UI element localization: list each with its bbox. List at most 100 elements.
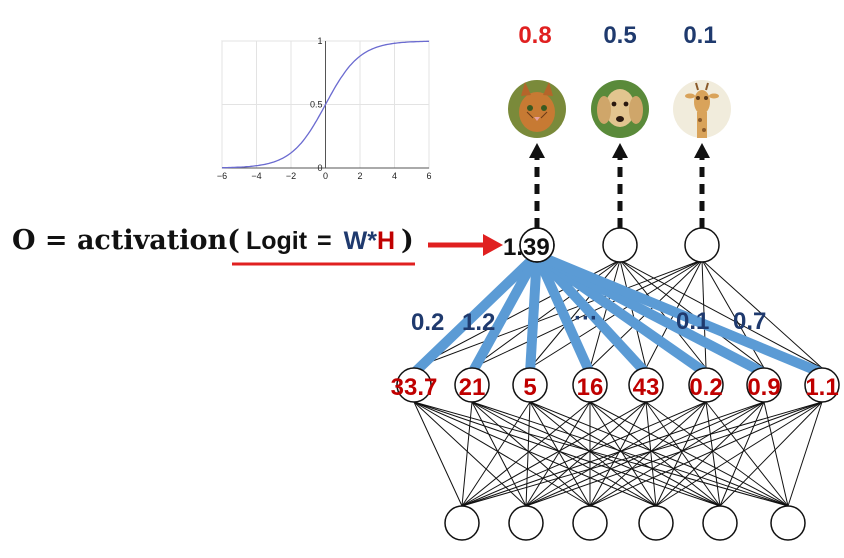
connection-line [655,401,765,507]
arrow-head [529,143,545,158]
h-label: H [376,227,396,255]
class-probabilities: 0.8 0.5 0.1 [518,22,716,49]
connection-line [471,401,789,507]
weight-label: 0.7 [733,308,766,335]
connection-line [589,401,823,507]
connection-line [589,401,789,507]
connection-line [471,401,591,507]
hidden-value: 21 [459,374,486,401]
input-node [770,505,806,541]
network-nodes [396,227,840,541]
hidden-node [746,367,782,403]
prob-giraffe: 0.1 [683,22,716,49]
weight-label: 0.1 [676,308,709,335]
connection-line [645,401,657,507]
connection-line [619,259,707,369]
input-node [508,505,544,541]
x-tick-label: −6 [217,171,227,181]
input-node [638,505,674,541]
formula-prefix: O = activation( [12,225,240,256]
hidden-value: 16 [577,374,604,401]
weight-ellipsis: ··· [574,305,598,332]
connection-line [655,401,823,507]
input-node [702,505,738,541]
weighted-connection [535,250,824,378]
hidden-value: 1.1 [805,374,838,401]
weighted-connection [533,251,650,377]
connection-line [529,401,591,507]
connection-line [413,401,527,507]
x-tick-label: 4 [392,171,397,181]
logit-value: 1.39 [503,234,550,261]
connection-line [655,401,707,507]
formula: O = activation(Logit=W*H) [12,225,414,256]
connection-line [413,259,703,369]
connection-line [525,401,647,507]
output-node [684,227,720,263]
y-tick-label: 0.5 [310,100,323,110]
connection-line [525,401,765,507]
hidden-value: 0.2 [689,374,722,401]
hidden-value: 5 [523,374,536,401]
weight-label: 1.2 [462,309,495,336]
weight-labels: 0.2 1.2 ··· 0.1 0.7 [411,305,766,336]
x-tick-label: −4 [251,171,261,181]
connection-line [525,401,823,507]
weight-label: 0.2 [411,309,444,336]
cat-image [508,80,566,138]
giraffe-image [673,80,731,138]
connection-line [461,401,473,507]
output-node-outline [519,227,555,263]
connection-line [645,401,789,507]
highlighted-weight-connections [410,250,824,378]
hidden-node [454,367,490,403]
connection-line [589,401,765,507]
x-tick-label: 0 [323,171,328,181]
connection-line [787,401,823,507]
hidden-node [512,367,548,403]
connection-line [589,259,621,369]
connection-line [589,401,657,507]
connection-line [705,401,721,507]
connection-line [471,401,721,507]
weighted-connection [410,251,541,377]
hidden-node [688,367,724,403]
x-tick-label: 2 [357,171,362,181]
connection-line [413,401,591,507]
hidden-node [804,367,840,403]
connection-line [701,259,823,369]
connection-line [529,401,789,507]
connection-line [529,401,721,507]
prob-dog: 0.5 [603,22,636,49]
output-node [602,227,638,263]
connection-line [589,401,721,507]
y-tick-label: 0 [317,163,322,173]
class-images [508,80,731,138]
hidden-value: 33.7 [391,374,438,401]
connection-line [461,401,647,507]
connection-line [461,401,707,507]
connection-line [461,401,591,507]
x-tick-label: 6 [426,171,431,181]
connection-line [589,401,707,507]
prob-cat: 0.8 [518,22,551,49]
connection-line [619,259,647,369]
connection-line [413,401,789,507]
weighted-connection [532,252,595,376]
connection-line [461,401,765,507]
input-node [572,505,608,541]
red-arrow-head [483,234,503,256]
input-node [444,505,480,541]
connection-line [763,401,789,507]
connection-line [719,401,823,507]
dog-image [591,80,649,138]
connection-line [413,401,657,507]
hidden-value: 43 [633,374,660,401]
input-to-hidden-connections [413,401,823,507]
connection-line [413,401,463,507]
connection-line [413,401,721,507]
